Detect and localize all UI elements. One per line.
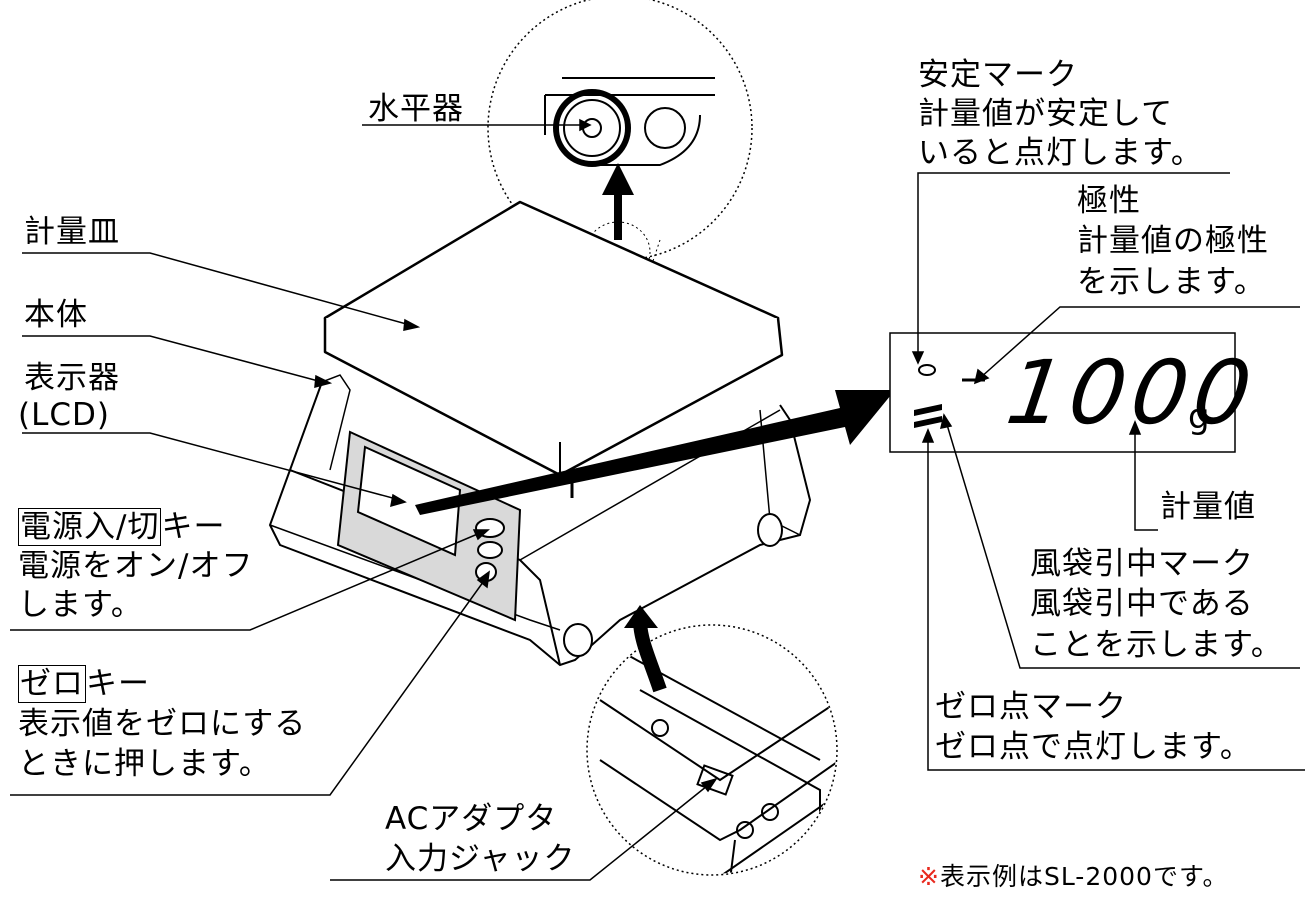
weighing-pan [323,200,784,498]
zero-key-label: ゼロキー [18,665,150,703]
zero-key-name: ゼロ [18,665,86,703]
power-desc-line1: 電源をオン/オフ [18,548,254,584]
display-label-line1: 表示器 [24,360,120,396]
stable-mark [918,364,936,376]
note-text: 表示例はSL-2000です。 [939,862,1229,891]
windbag-mark [914,404,942,416]
polarity-label-line2: 計量値の極性 [1077,223,1269,259]
ac-jack-magnifier [586,624,838,876]
note-mark: ※ [918,862,940,891]
stable-label-line2: 計量値が安定して [918,96,1174,132]
zero-point-label-line1: ゼロ点マーク [935,689,1127,725]
ac-label-line1: ACアダプタ [385,801,558,837]
stable-label-line1: 安定マーク [918,57,1078,93]
windbag-label-line2: 風袋引中である [1030,586,1254,622]
lcd-magnified [889,332,1236,453]
lcd-unit: g [1188,397,1210,437]
polarity-label-line3: を示します。 [1077,264,1266,300]
lcd-weight-digits: 1000 [1000,341,1264,444]
zero-desc-line2: ときに押します。 [18,746,271,782]
power-key-name: 電源入/切 [18,508,162,546]
polarity-label-line1: 極性 [1077,183,1141,219]
power-key-suffix: キー [161,509,226,545]
zero-key-suffix: キー [86,666,150,702]
windbag-label-line3: ことを示します。 [1030,627,1283,663]
zero-desc-line1: 表示値をゼロにする [18,706,307,742]
ac-label-line2: 入力ジャック [385,841,576,877]
stable-label-line3: いると点灯します。 [918,135,1203,171]
zero-point-label-line2: ゼロ点で点灯します。 [935,729,1252,765]
display-label-line2: (LCD) [18,397,110,433]
display-example-note: ※表示例はSL-2000です。 [918,858,1228,896]
power-desc-line2: します。 [18,587,143,623]
weight-value-label: 計量値 [1160,489,1256,525]
leader-lines [10,118,1305,881]
level-magnifier [487,0,753,261]
zero-point-mark [914,416,942,428]
body-label: 本体 [24,297,88,333]
windbag-label-line1: 風袋引中マーク [1030,546,1254,582]
level-label: 水平器 [368,91,464,127]
power-key-label: 電源入/切キー [18,508,225,546]
pan-label: 計量皿 [24,214,120,250]
